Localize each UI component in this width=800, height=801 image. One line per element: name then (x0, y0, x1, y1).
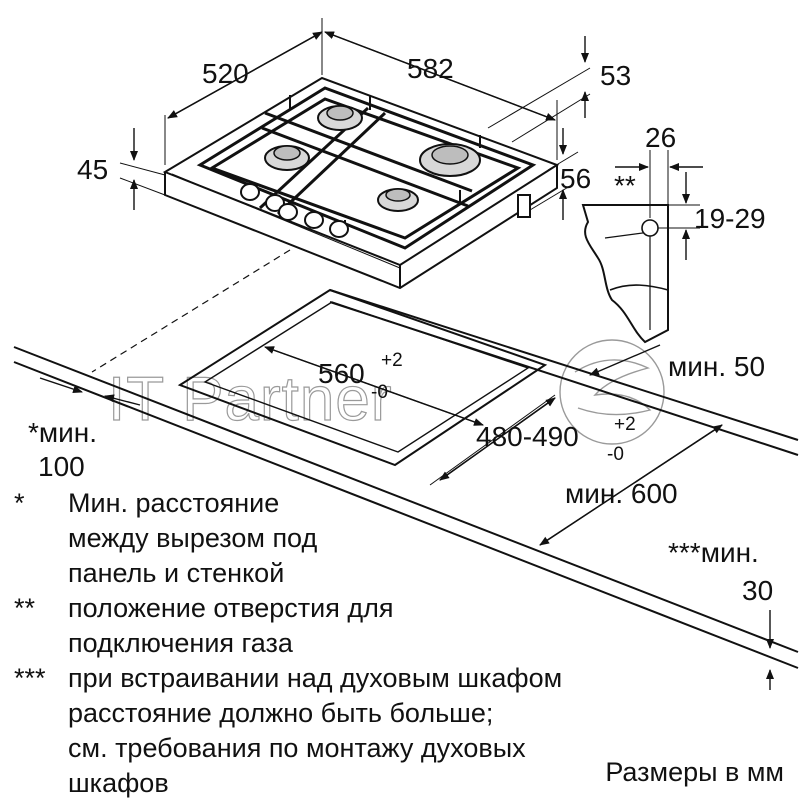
dimension-worktop-range: 19-29 (694, 203, 766, 234)
dimension-min-100-label: *мин. (28, 417, 97, 448)
footnote-line: панель и стенкой (68, 558, 285, 588)
footnote-line: расстояние должно быть больше; (68, 698, 494, 728)
dimension-width: 582 (407, 53, 454, 84)
dimension-height: 45 (77, 154, 108, 185)
footnote-mark: *** (14, 663, 46, 693)
footnote-line: Мин. расстояние (68, 488, 280, 518)
hob-dimension-lines (119, 18, 591, 220)
footnotes: * Мин. расстояние между вырезом под пане… (14, 486, 794, 801)
dimension-min-50: мин. 50 (668, 351, 765, 382)
hob (162, 76, 560, 290)
svg-text:+2: +2 (614, 414, 636, 435)
svg-text:560: 560 (318, 358, 365, 389)
footnote-line: подключения газа (68, 628, 293, 658)
dimension-min-30-value: 30 (742, 575, 773, 606)
projection-line (91, 249, 291, 373)
gas-position-marker: ** (614, 170, 636, 201)
dimension-gas-height: 56 (560, 163, 591, 194)
footnote-line: между вырезом под (68, 523, 318, 553)
dimension-depth: 520 (202, 58, 249, 89)
footnote-mark: ** (14, 593, 36, 623)
dimension-bracket-offset: 26 (645, 122, 676, 153)
footnote-2: ** положение отверстия для подключения г… (14, 591, 794, 661)
svg-text:-0: -0 (371, 382, 388, 403)
side-profile (581, 150, 703, 344)
dimension-min-100-value: 100 (38, 451, 85, 482)
svg-text:-0: -0 (607, 444, 624, 465)
dimension-min-30-label: ***мин. (668, 537, 759, 568)
footnote-3: *** при встраивании над духовым шкафом р… (14, 661, 794, 801)
footnote-line: шкафов (68, 768, 169, 798)
footnote-line: при встраивании над духовым шкафом (68, 663, 563, 693)
dimension-rim-offset: 53 (600, 60, 631, 91)
dimension-cutout-width: 560 +2 -0 (318, 350, 403, 403)
dimension-cutout-depth: 480-490 +2 -0 (476, 414, 636, 465)
footnote-mark: * (14, 488, 25, 518)
dimension-min-600: мин. 600 (565, 478, 678, 509)
cutout (177, 288, 548, 467)
svg-text:+2: +2 (381, 350, 403, 371)
burner-icon (264, 105, 481, 212)
footnote-1: * Мин. расстояние между вырезом под пане… (14, 486, 794, 591)
knob-icon (240, 183, 531, 238)
units-note: Размеры в мм (605, 757, 784, 787)
svg-text:480-490: 480-490 (476, 421, 579, 452)
footnote-line: см. требования по монтажу духовых (68, 733, 526, 763)
cutout-dimension-lines (39, 344, 774, 690)
footnote-line: положение отверстия для (68, 593, 394, 623)
